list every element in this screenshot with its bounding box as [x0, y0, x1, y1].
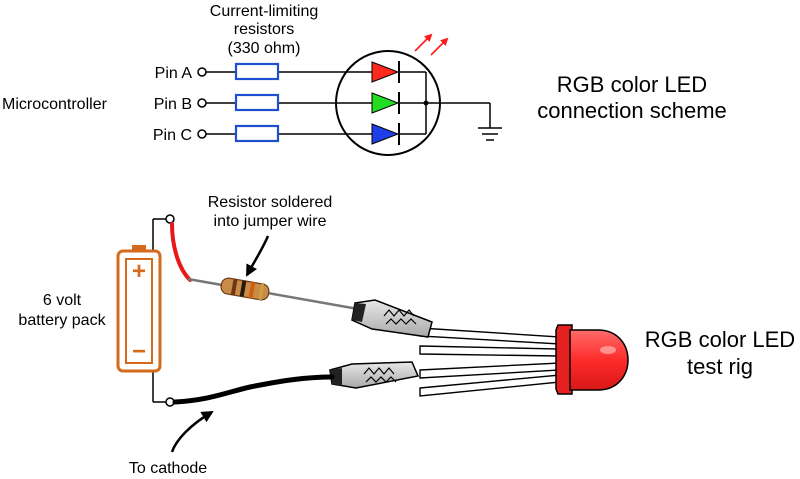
battery-label-line1: 6 volt	[43, 292, 82, 309]
inline-resistor-icon	[220, 277, 270, 301]
battery-pack-icon	[116, 245, 162, 373]
resistor-c	[234, 124, 280, 143]
led-leads	[419, 327, 561, 397]
black-wire	[172, 374, 335, 405]
rig-title-line2: test rig	[687, 354, 753, 379]
pin-a-label: Pin A	[155, 65, 193, 82]
schematic: Current-limiting resistors (330 ohm) Pin…	[2, 3, 727, 156]
microcontroller-label: Microcontroller	[2, 96, 108, 113]
cathode-label: To cathode	[129, 460, 207, 477]
schematic-title-line2: connection scheme	[537, 98, 727, 123]
resistor-callout-line2: into jumper wire	[214, 213, 327, 230]
rig-title-line1: RGB color LED	[645, 327, 795, 352]
callout-arrow-icon	[245, 235, 270, 277]
test-rig: Resistor soldered into jumper wire + − 6…	[18, 194, 795, 477]
blue-diode-icon	[371, 123, 400, 145]
top-alligator-clip-icon	[351, 299, 433, 338]
resistor-label-line3: (330 ohm)	[228, 40, 301, 57]
rgb-led-body-icon	[555, 324, 629, 395]
junction-dot	[423, 100, 429, 106]
resistor-b	[234, 93, 280, 112]
cathode-arrow-icon	[170, 410, 214, 453]
positive-terminal	[165, 214, 175, 224]
battery-plus-sign: +	[132, 258, 146, 285]
jumper-wire	[187, 277, 359, 311]
pin-c-label: Pin C	[153, 127, 192, 144]
red-wire	[170, 222, 192, 282]
green-diode-icon	[371, 92, 400, 114]
red-diode-icon	[371, 61, 400, 83]
battery-minus-sign: −	[132, 338, 146, 365]
pin-a-terminal	[197, 67, 207, 77]
schematic-title-line1: RGB color LED	[557, 72, 707, 97]
pin-b-label: Pin B	[154, 96, 192, 113]
light-emission-arrows-icon	[414, 33, 449, 56]
pin-b-terminal	[197, 98, 207, 108]
ground-icon	[478, 127, 502, 141]
resistor-label-line2: resistors	[234, 21, 294, 38]
pin-c-terminal	[197, 129, 207, 139]
resistor-callout-line1: Resistor soldered	[208, 194, 333, 211]
resistor-a	[234, 62, 280, 81]
led-package	[335, 50, 441, 156]
battery-label-line2: battery pack	[18, 312, 106, 329]
bottom-alligator-clip-icon	[329, 361, 420, 389]
resistor-label-line1: Current-limiting	[210, 3, 318, 20]
